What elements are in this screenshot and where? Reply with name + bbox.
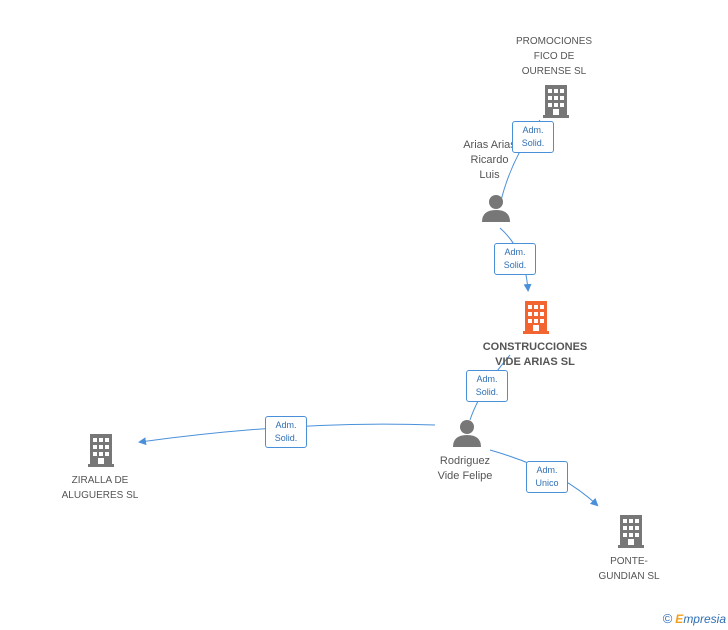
copyright-icon: © — [662, 611, 673, 626]
role-badge-rodriguez-construcciones[interactable]: Adm. Solid. — [466, 370, 508, 402]
brand-logo-text: mpresia — [683, 612, 726, 626]
role-badge-rodriguez-ziralla[interactable]: Adm. Solid. — [265, 416, 307, 448]
node-label-arias[interactable]: Arias Arias Ricardo Luis — [463, 139, 516, 181]
role-badge-arias-construcciones[interactable]: Adm. Solid. — [494, 243, 536, 275]
building-icon[interactable] — [88, 434, 114, 467]
node-label-promociones[interactable]: PROMOCIONES FICO DE OURENSE SL — [515, 36, 593, 77]
person-icon[interactable] — [453, 420, 481, 447]
building-icon[interactable] — [523, 301, 549, 334]
person-icon[interactable] — [482, 195, 510, 222]
role-badge-arias-promociones[interactable]: Adm. Solid. — [512, 121, 554, 153]
node-label-construcciones[interactable]: CONSTRUCCIONES VIDE ARIAS SL — [482, 341, 588, 368]
node-label-rodriguez[interactable]: Rodriguez Vide Felipe — [437, 455, 493, 482]
building-icon[interactable] — [543, 85, 569, 118]
footer-brand: ©Empresia — [663, 611, 726, 626]
node-label-ponte[interactable]: PONTE- GUNDIAN SL — [598, 556, 660, 582]
node-label-ziralla[interactable]: ZIRALLA DE ALUGUERES SL — [61, 475, 139, 501]
building-icon[interactable] — [618, 515, 644, 548]
role-badge-rodriguez-ponte[interactable]: Adm. Unico — [526, 461, 568, 493]
brand-logo-initial: E — [675, 612, 684, 626]
